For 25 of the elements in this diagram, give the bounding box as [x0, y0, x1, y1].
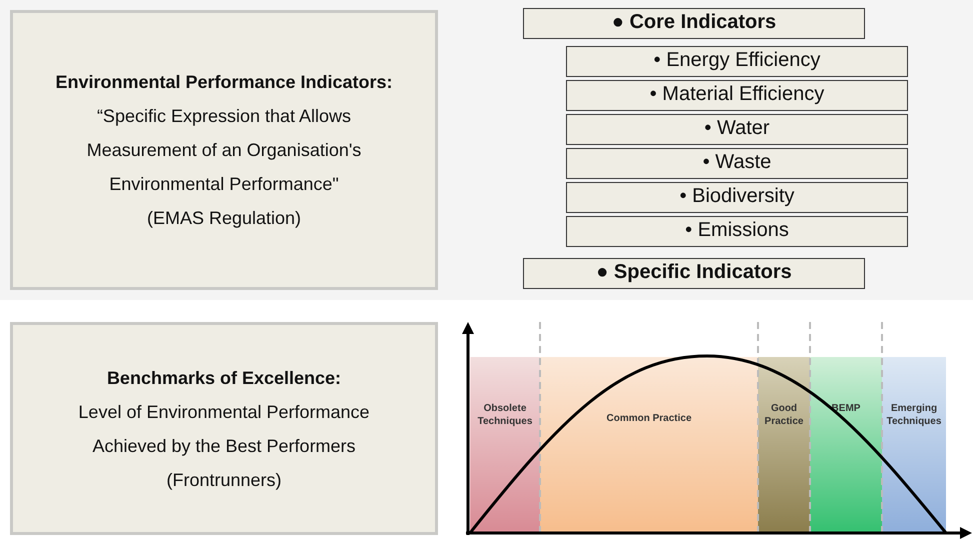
indicator-bar: • Waste [566, 148, 908, 179]
band-label: Good Practice [764, 402, 804, 429]
definition-card [10, 322, 438, 535]
indicator-bar: • Emissions [566, 216, 908, 247]
practice-band [882, 357, 946, 533]
indicator-bar: • Material Efficiency [566, 80, 908, 111]
band-label: Common Practice [606, 412, 692, 426]
card-heading: Environmental Performance Indicators: [55, 71, 393, 94]
definition-text: Level of Environmental Performance Achieved by the Best Performers [77, 400, 371, 458]
practice-band [540, 357, 758, 533]
source-note: (Frontrunners) [166, 468, 282, 492]
practice-band [758, 357, 810, 533]
indicator-bar: • Water [566, 114, 908, 145]
indicator-heading-bar: ● Specific Indicators [523, 258, 865, 289]
band-label: Emerging Techniques [886, 402, 942, 429]
card-heading: Benchmarks of Excellence: [106, 366, 342, 390]
definition-card [10, 10, 438, 290]
indicator-bar: • Biodiversity [566, 182, 908, 213]
practice-band [810, 357, 882, 533]
practice-band [470, 357, 540, 533]
source-note: (EMAS Regulation) [146, 207, 302, 230]
definition-text: “Specific Expression that Allows Measurement of an Organisation's Environmental Performance" [86, 105, 362, 196]
band-label: Obsolete Techniques [476, 402, 534, 429]
indicator-heading-bar: ● Core Indicators [523, 8, 865, 39]
indicator-bar: • Energy Efficiency [566, 46, 908, 77]
